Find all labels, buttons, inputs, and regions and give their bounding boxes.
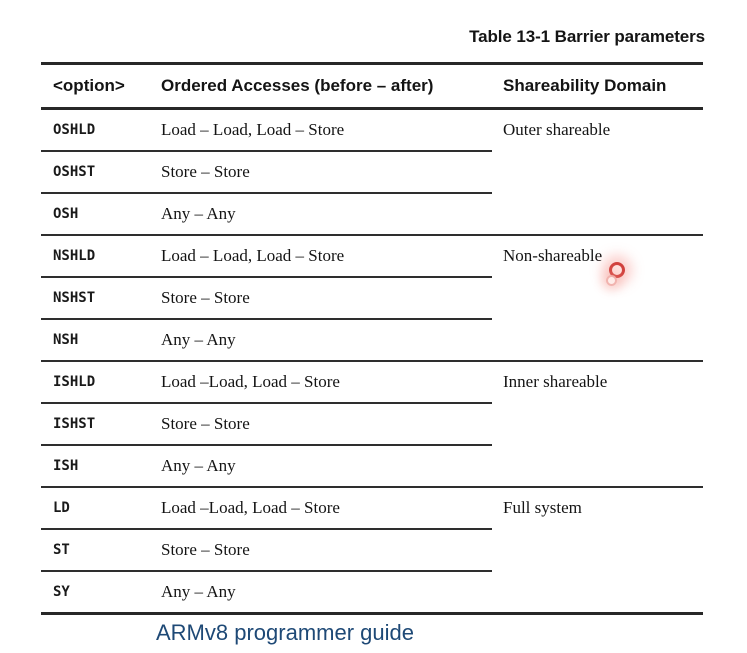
option-cell: OSHLD (41, 108, 157, 152)
ordered-accesses-cell: Store – Store (157, 403, 492, 446)
option-cell: NSHLD (41, 235, 157, 278)
shareability-domain-cell: Outer shareable (492, 108, 703, 236)
column-header-option: <option> (41, 63, 157, 110)
table-row: OSHST Store – Store (41, 151, 703, 194)
table-row: ST Store – Store (41, 529, 703, 572)
shareability-domain-cell: Non-shareable (492, 235, 703, 362)
table-row: ISHLD Load –Load, Load – Store Inner sha… (41, 361, 703, 488)
table-row: OSH Any – Any (41, 193, 703, 236)
ordered-accesses-cell: Any – Any (157, 193, 492, 236)
option-cell: ISH (41, 445, 157, 488)
header-row: <option> Ordered Accesses (before – afte… (41, 63, 703, 110)
option-cell: NSH (41, 319, 157, 362)
option-cell: ST (41, 529, 157, 572)
table-row: NSHST Store – Store (41, 277, 703, 320)
shareability-domain-cell: Full system (492, 487, 703, 615)
option-cell: ISHST (41, 403, 157, 446)
ordered-accesses-cell: Any – Any (157, 319, 492, 362)
table-title: Table 13-1 Barrier parameters (469, 27, 705, 46)
ordered-accesses-cell: Load –Load, Load – Store (157, 487, 492, 530)
table-row: ISH Any – Any (41, 445, 703, 488)
option-cell: OSH (41, 193, 157, 236)
table-row: NSH Any – Any (41, 319, 703, 362)
ordered-accesses-cell: Load –Load, Load – Store (157, 361, 492, 404)
option-cell: NSHST (41, 277, 157, 320)
option-cell: OSHST (41, 151, 157, 194)
option-cell: LD (41, 487, 157, 530)
table-row: NSHLD Load – Load, Load – Store Non-shar… (41, 235, 703, 362)
ordered-accesses-cell: Load – Load, Load – Store (157, 235, 492, 278)
option-cell: SY (53, 584, 70, 600)
column-header-shareability-domain: Shareability Domain (492, 63, 703, 110)
ordered-accesses-cell: Store – Store (157, 529, 492, 572)
table-row: ISHST Store – Store (41, 403, 703, 446)
table-row: SY Any – Any (41, 571, 703, 614)
table-row: OSHLD Load – Load, Load – Store Outer sh… (41, 108, 703, 236)
shareability-domain-cell: Inner shareable (492, 361, 703, 488)
option-cell: ISHLD (41, 361, 157, 404)
column-header-ordered-accesses: Ordered Accesses (before – after) (157, 63, 492, 110)
table-row: LD Load –Load, Load – Store Full system (41, 487, 703, 615)
ordered-accesses-cell: Any – Any (161, 582, 236, 601)
ordered-accesses-cell: Store – Store (157, 151, 492, 194)
source-caption: ARMv8 programmer guide (156, 620, 414, 645)
barrier-parameters-table: <option> Ordered Accesses (before – afte… (41, 62, 703, 615)
ordered-accesses-cell: Any – Any (157, 445, 492, 488)
ordered-accesses-cell: Load – Load, Load – Store (157, 108, 492, 152)
ordered-accesses-cell: Store – Store (157, 277, 492, 320)
